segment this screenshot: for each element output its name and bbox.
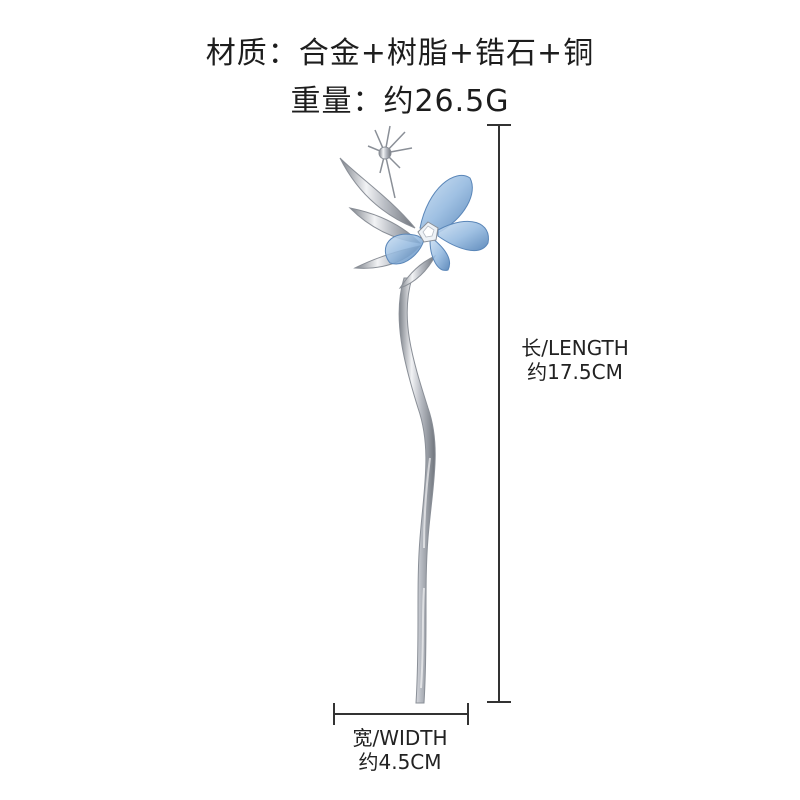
hairpin-stick: [398, 277, 436, 704]
silver-leaf: [339, 157, 416, 229]
length-dimension-cap-top: [487, 124, 511, 126]
width-label-title: 宽/WIDTH: [352, 726, 448, 750]
blue-butterfly-wing: [429, 237, 450, 271]
blue-butterfly-wing: [419, 175, 473, 234]
material-spec: 材质：合金+树脂+锆石+铜: [205, 36, 595, 71]
width-label-value: 约4.5CM: [358, 750, 442, 774]
weight-spec: 重量：约26.5G: [290, 84, 510, 119]
length-dimension-cap-bottom: [487, 701, 511, 703]
length-dimension-label: 长/LENGTH 约17.5CM: [505, 336, 645, 384]
crystal-center: [417, 221, 439, 243]
length-label-value: 约17.5CM: [527, 360, 623, 384]
length-dimension-line: [498, 125, 500, 703]
width-dimension-line: [334, 713, 468, 715]
blue-butterfly-wing: [384, 233, 425, 265]
hairpin-product-image: [339, 125, 489, 704]
width-dimension-cap-left: [333, 703, 335, 725]
silver-flower: [367, 125, 413, 199]
width-dimension-cap-right: [467, 703, 469, 725]
width-dimension-label: 宽/WIDTH 约4.5CM: [320, 726, 480, 774]
blue-butterfly-wing: [437, 220, 489, 252]
length-label-title: 长/LENGTH: [521, 336, 629, 360]
